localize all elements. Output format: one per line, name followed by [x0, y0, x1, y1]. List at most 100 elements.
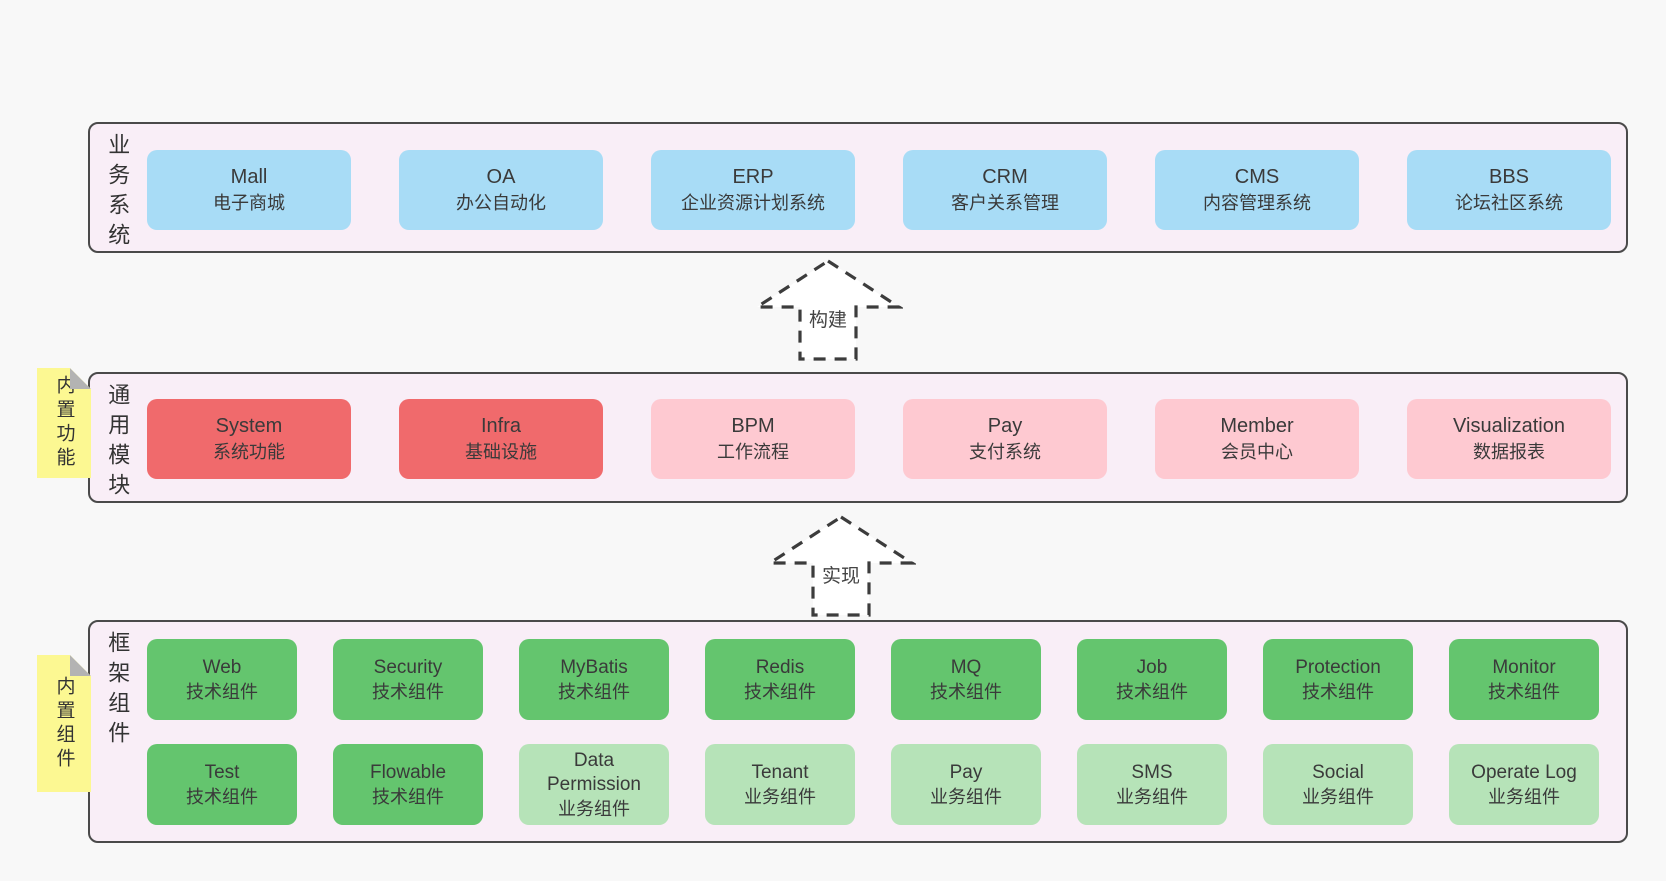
- card-subtitle: 论坛社区系统: [1455, 193, 1563, 213]
- card-web: Web 技术组件: [147, 639, 297, 720]
- card-subtitle: 技术组件: [744, 681, 816, 702]
- card-pay-business: Pay 业务组件: [891, 744, 1041, 825]
- card-tenant: Tenant 业务组件: [705, 744, 855, 825]
- card-title: Tenant: [751, 761, 809, 783]
- card-title: Visualization: [1453, 415, 1565, 437]
- sticky-note-text: 内置功能: [53, 375, 75, 471]
- card-title: SMS: [1131, 761, 1173, 783]
- card-social: Social 业务组件: [1263, 744, 1413, 825]
- card-title: Mall: [230, 166, 268, 188]
- card-subtitle: 办公自动化: [456, 193, 546, 213]
- card-title: Security: [373, 656, 443, 678]
- card-title: System: [215, 415, 283, 437]
- card-subtitle: 技术组件: [558, 681, 630, 702]
- card-subtitle: 企业资源计划系统: [681, 193, 825, 213]
- card-data-permission: Data Permission 业务组件: [519, 744, 669, 825]
- card-monitor: Monitor 技术组件: [1449, 639, 1599, 720]
- business-systems-panel: 业务系统 Mall 电子商城 OA 办公自动化 ERP 企业资源计划系统 CRM…: [88, 122, 1628, 253]
- card-member: Member 会员中心: [1155, 399, 1359, 479]
- card-title: Data Permission: [547, 749, 641, 795]
- build-arrow-label: 构建: [805, 305, 851, 332]
- card-title: CRM: [982, 166, 1028, 188]
- card-title: Pay: [987, 415, 1023, 437]
- card-erp: ERP 企业资源计划系统: [651, 150, 855, 230]
- card-mybatis: MyBatis 技术组件: [519, 639, 669, 720]
- card-title: BBS: [1488, 166, 1530, 188]
- card-flowable: Flowable 技术组件: [333, 744, 483, 825]
- card-title: Operate Log: [1471, 761, 1577, 783]
- card-subtitle: 业务组件: [1302, 786, 1374, 807]
- card-title: MQ: [950, 656, 982, 678]
- framework-components-panel: 框架组件 Web 技术组件 Security 技术组件 MyBatis 技术组件…: [88, 620, 1628, 843]
- framework-components-row-1: Web 技术组件 Security 技术组件 MyBatis 技术组件 Redi…: [147, 639, 1599, 720]
- panel-label-framework-components: 框架组件: [105, 631, 131, 751]
- card-subtitle: 业务组件: [744, 786, 816, 807]
- card-subtitle: 技术组件: [372, 681, 444, 702]
- card-title: BPM: [731, 415, 775, 437]
- common-modules-panel: 通用模块 System 系统功能 Infra 基础设施 BPM 工作流程 Pay…: [88, 372, 1628, 503]
- card-protection: Protection 技术组件: [1263, 639, 1413, 720]
- card-operate-log: Operate Log 业务组件: [1449, 744, 1599, 825]
- card-title: Social: [1312, 761, 1364, 783]
- card-subtitle: 技术组件: [1302, 681, 1374, 702]
- card-bpm: BPM 工作流程: [651, 399, 855, 479]
- card-redis: Redis 技术组件: [705, 639, 855, 720]
- card-pay: Pay 支付系统: [903, 399, 1107, 479]
- card-security: Security 技术组件: [333, 639, 483, 720]
- card-subtitle: 系统功能: [213, 442, 285, 462]
- card-visualization: Visualization 数据报表: [1407, 399, 1611, 479]
- card-title: ERP: [732, 166, 774, 188]
- card-subtitle: 技术组件: [1116, 681, 1188, 702]
- build-arrow: 构建: [753, 258, 903, 362]
- card-bbs: BBS 论坛社区系统: [1407, 150, 1611, 230]
- card-oa: OA 办公自动化: [399, 150, 603, 230]
- card-title: Job: [1136, 656, 1168, 678]
- card-title: OA: [486, 166, 516, 188]
- sticky-note-text: 内置组件: [53, 675, 75, 772]
- framework-components-row-2: Test 技术组件 Flowable 技术组件 Data Permission …: [147, 744, 1599, 825]
- card-subtitle: 业务组件: [1116, 786, 1188, 807]
- card-title: Redis: [755, 656, 805, 678]
- card-title: Flowable: [369, 761, 447, 783]
- card-title: Monitor: [1492, 656, 1556, 678]
- card-subtitle: 技术组件: [372, 786, 444, 807]
- card-mq: MQ 技术组件: [891, 639, 1041, 720]
- card-test: Test 技术组件: [147, 744, 297, 825]
- card-title: Member: [1220, 415, 1294, 437]
- card-title: Protection: [1295, 656, 1381, 678]
- card-cms: CMS 内容管理系统: [1155, 150, 1359, 230]
- card-subtitle: 内容管理系统: [1203, 193, 1311, 213]
- card-subtitle: 技术组件: [1488, 681, 1560, 702]
- card-subtitle: 技术组件: [930, 681, 1002, 702]
- card-title: MyBatis: [560, 656, 628, 678]
- card-subtitle: 工作流程: [717, 442, 789, 462]
- implement-arrow: 实现: [766, 514, 916, 618]
- card-subtitle: 支付系统: [969, 442, 1041, 462]
- card-job: Job 技术组件: [1077, 639, 1227, 720]
- card-subtitle: 会员中心: [1221, 442, 1293, 462]
- sticky-note-builtin-features: 内置功能: [37, 368, 91, 478]
- card-title: CMS: [1234, 166, 1280, 188]
- card-subtitle: 业务组件: [558, 798, 630, 819]
- card-infra: Infra 基础设施: [399, 399, 603, 479]
- panel-label-business-systems: 业务系统: [105, 133, 131, 253]
- card-title: Test: [204, 761, 240, 783]
- card-title: Infra: [480, 415, 522, 437]
- card-subtitle: 技术组件: [186, 681, 258, 702]
- common-modules-row: System 系统功能 Infra 基础设施 BPM 工作流程 Pay 支付系统…: [147, 399, 1611, 479]
- card-title: Pay: [949, 761, 983, 783]
- sticky-note-builtin-components: 内置组件: [37, 655, 91, 792]
- implement-arrow-label: 实现: [818, 561, 864, 588]
- card-subtitle: 基础设施: [465, 442, 537, 462]
- card-subtitle: 客户关系管理: [951, 193, 1059, 213]
- card-system: System 系统功能: [147, 399, 351, 479]
- business-systems-row: Mall 电子商城 OA 办公自动化 ERP 企业资源计划系统 CRM 客户关系…: [147, 150, 1611, 230]
- card-subtitle: 电子商城: [213, 193, 285, 213]
- card-subtitle: 业务组件: [930, 786, 1002, 807]
- card-subtitle: 业务组件: [1488, 786, 1560, 807]
- card-mall: Mall 电子商城: [147, 150, 351, 230]
- card-sms: SMS 业务组件: [1077, 744, 1227, 825]
- panel-label-common-modules: 通用模块: [105, 383, 131, 503]
- card-subtitle: 数据报表: [1473, 442, 1545, 462]
